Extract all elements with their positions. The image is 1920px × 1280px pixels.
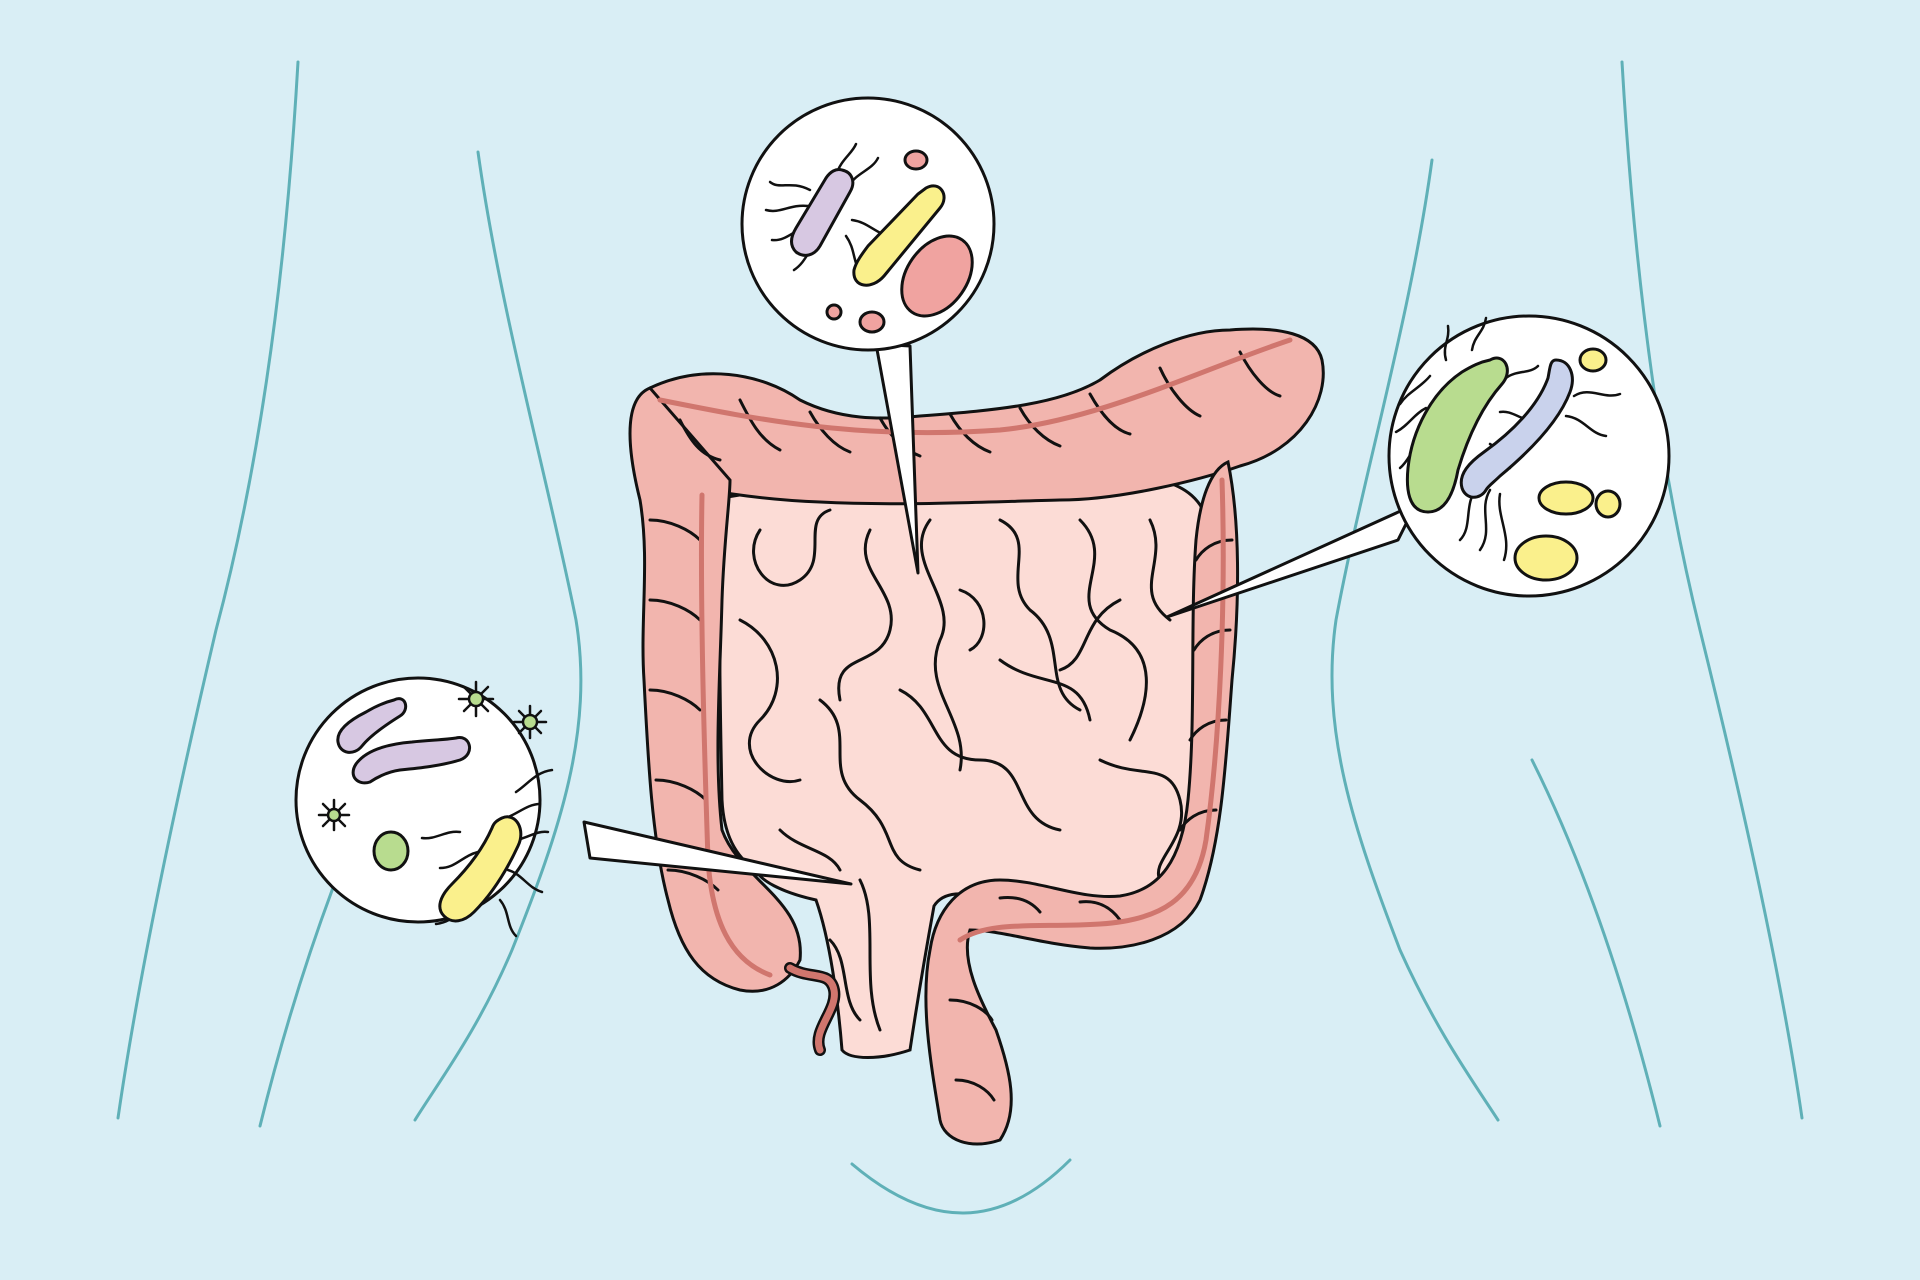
large-intestine bbox=[628, 327, 1325, 1146]
pink-coccus-3 bbox=[825, 303, 843, 321]
pink-oval-bacterium bbox=[900, 234, 974, 318]
right-thigh-line bbox=[1530, 758, 1662, 1128]
yellow-coccus-large bbox=[1513, 534, 1579, 582]
blue-bacterium-flagella bbox=[1458, 391, 1622, 562]
yellow-coccus-round bbox=[1594, 489, 1622, 519]
lavender-bacillus-flagella bbox=[764, 142, 892, 276]
star-microbe-2 bbox=[512, 704, 548, 740]
blue-curved-bacterium bbox=[1459, 358, 1574, 499]
green-coccus bbox=[372, 830, 410, 872]
taenia-bands bbox=[657, 337, 1293, 978]
left-outer-body-line bbox=[116, 60, 300, 1120]
star-microbes bbox=[317, 680, 548, 832]
left-bubble-circle bbox=[294, 676, 542, 924]
intestine-loops bbox=[738, 508, 1184, 1032]
pink-coccus-2 bbox=[858, 310, 886, 334]
top-magnifier-bubble bbox=[740, 96, 996, 352]
yellow-rod-bacterium bbox=[852, 184, 946, 287]
left-magnifier-bubble bbox=[294, 676, 554, 938]
right-magnifier-bubble bbox=[1387, 314, 1671, 598]
star-microbe-3 bbox=[317, 798, 351, 832]
navel-curve bbox=[850, 1158, 1072, 1215]
green-flagellated-bacterium bbox=[1405, 356, 1509, 514]
lavender-curved-rod-2 bbox=[351, 736, 471, 785]
right-hip-line bbox=[1330, 158, 1500, 1122]
descending-sigmoid-colon bbox=[924, 459, 1240, 1146]
right-outer-body-line bbox=[1620, 60, 1804, 1120]
lavender-bacillus bbox=[790, 168, 855, 257]
yellow-coccus-medium bbox=[1537, 480, 1595, 516]
ascending-colon bbox=[628, 386, 802, 993]
yellow-flagellated-rod bbox=[438, 815, 523, 923]
pink-coccus-1 bbox=[903, 149, 929, 171]
star-microbe-1 bbox=[457, 680, 495, 718]
yellow-coccus-small bbox=[1578, 347, 1608, 373]
left-bubble-pointer bbox=[582, 820, 853, 886]
left-hip-line bbox=[413, 150, 583, 1122]
body-silhouette bbox=[116, 60, 1804, 1215]
bubble-pointers bbox=[582, 342, 1418, 886]
small-intestine bbox=[718, 474, 1214, 1059]
appendix bbox=[786, 964, 838, 1054]
lavender-curved-rod-1 bbox=[336, 697, 408, 754]
